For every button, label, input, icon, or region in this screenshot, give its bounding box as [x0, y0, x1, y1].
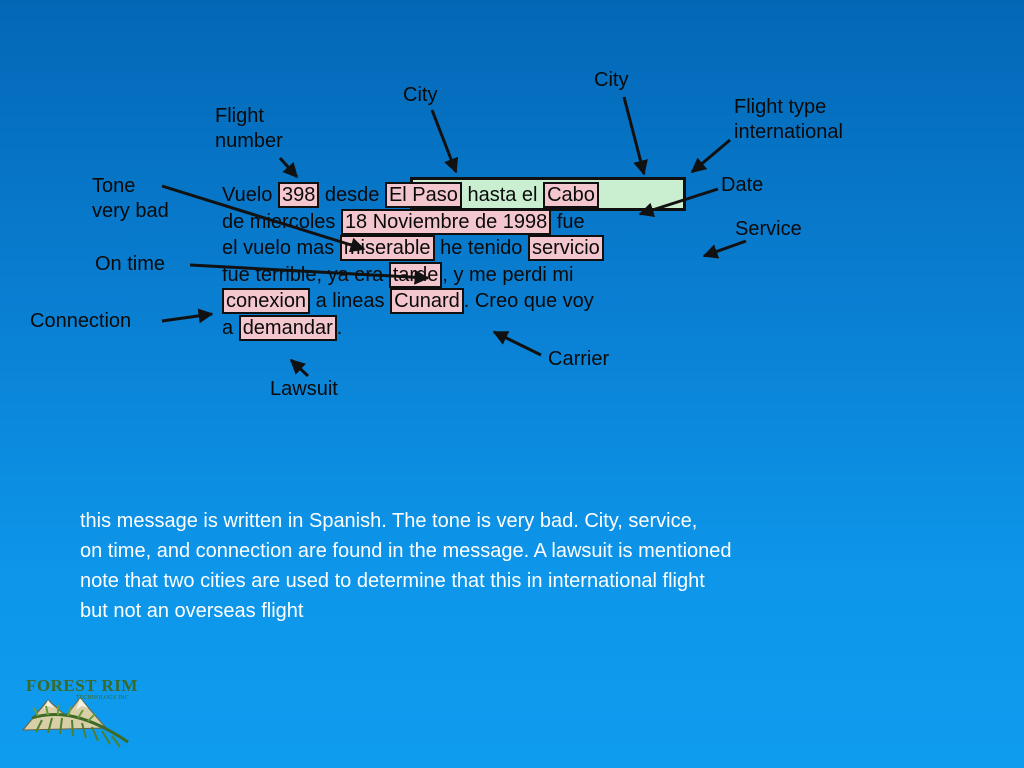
- message-line-6: a demandar.: [222, 314, 343, 341]
- entity-city-1: El Paso: [384, 182, 462, 208]
- entity-lawsuit: demandar: [238, 314, 337, 341]
- palm-mountain-icon: [21, 697, 129, 748]
- label-carrier: Carrier: [548, 348, 610, 370]
- label-flight-number: Flight number: [215, 105, 283, 152]
- arrow-date: [638, 187, 719, 218]
- message-line-3: el vuelo mas miserable he tenido servici…: [222, 235, 702, 262]
- summary-line-3: note that two cities are used to determi…: [80, 570, 705, 592]
- label-city-2: City: [594, 69, 629, 91]
- summary-line-4: but not an overseas flight: [80, 600, 304, 622]
- arrow-city-1: [430, 109, 459, 174]
- arrow-connection: [161, 308, 214, 324]
- entity-city-2: Cabo: [543, 182, 599, 208]
- arrow-service: [702, 239, 747, 259]
- message-line-5: conexion a lineas Cunard. Creo que voy: [222, 288, 702, 315]
- label-on-time: On time: [95, 253, 166, 275]
- entity-service: servicio: [527, 235, 604, 261]
- arrow-flight-type: [690, 138, 731, 174]
- logo-title: FOREST RIM: [26, 676, 138, 695]
- label-date: Date: [721, 174, 764, 196]
- spanish-message: Vuelo 398 desde El Paso hasta el Cabo de…: [222, 182, 702, 341]
- label-city-1: City: [403, 84, 438, 106]
- message-line-1: Vuelo 398 desde El Paso hasta el Cabo: [222, 182, 702, 209]
- arrow-city-2: [622, 96, 648, 176]
- entity-date: 18 Noviembre de 1998: [340, 208, 552, 235]
- entity-flight-number: 398: [277, 182, 320, 208]
- summary-line-1: this message is written in Spanish. The …: [80, 510, 698, 532]
- summary-line-2: on time, and connection are found in the…: [80, 540, 732, 562]
- label-lawsuit: Lawsuit: [270, 378, 338, 400]
- logo-subtitle: TECHNOLOGY INC: [76, 695, 129, 701]
- label-connection: Connection: [30, 310, 132, 332]
- forest-rim-logo: FOREST RIM TECHNOLOGY INC: [18, 670, 158, 752]
- label-flight-type: Flight type international: [734, 96, 843, 143]
- summary-text: this message is written in Spanish. The …: [80, 506, 940, 626]
- entity-connection: conexion: [222, 288, 311, 314]
- arrow-flight-number: [278, 156, 299, 179]
- label-service: Service: [735, 218, 802, 240]
- entity-carrier: Cunard: [390, 288, 464, 314]
- arrow-lawsuit: [289, 358, 310, 378]
- message-line-2: de miercoles 18 Noviembre de 1998 fue: [222, 208, 585, 235]
- label-tone: Tone very bad: [92, 175, 169, 222]
- arrow-tone: [161, 184, 366, 253]
- arrow-on-time: [189, 263, 430, 285]
- arrow-carrier: [492, 330, 542, 357]
